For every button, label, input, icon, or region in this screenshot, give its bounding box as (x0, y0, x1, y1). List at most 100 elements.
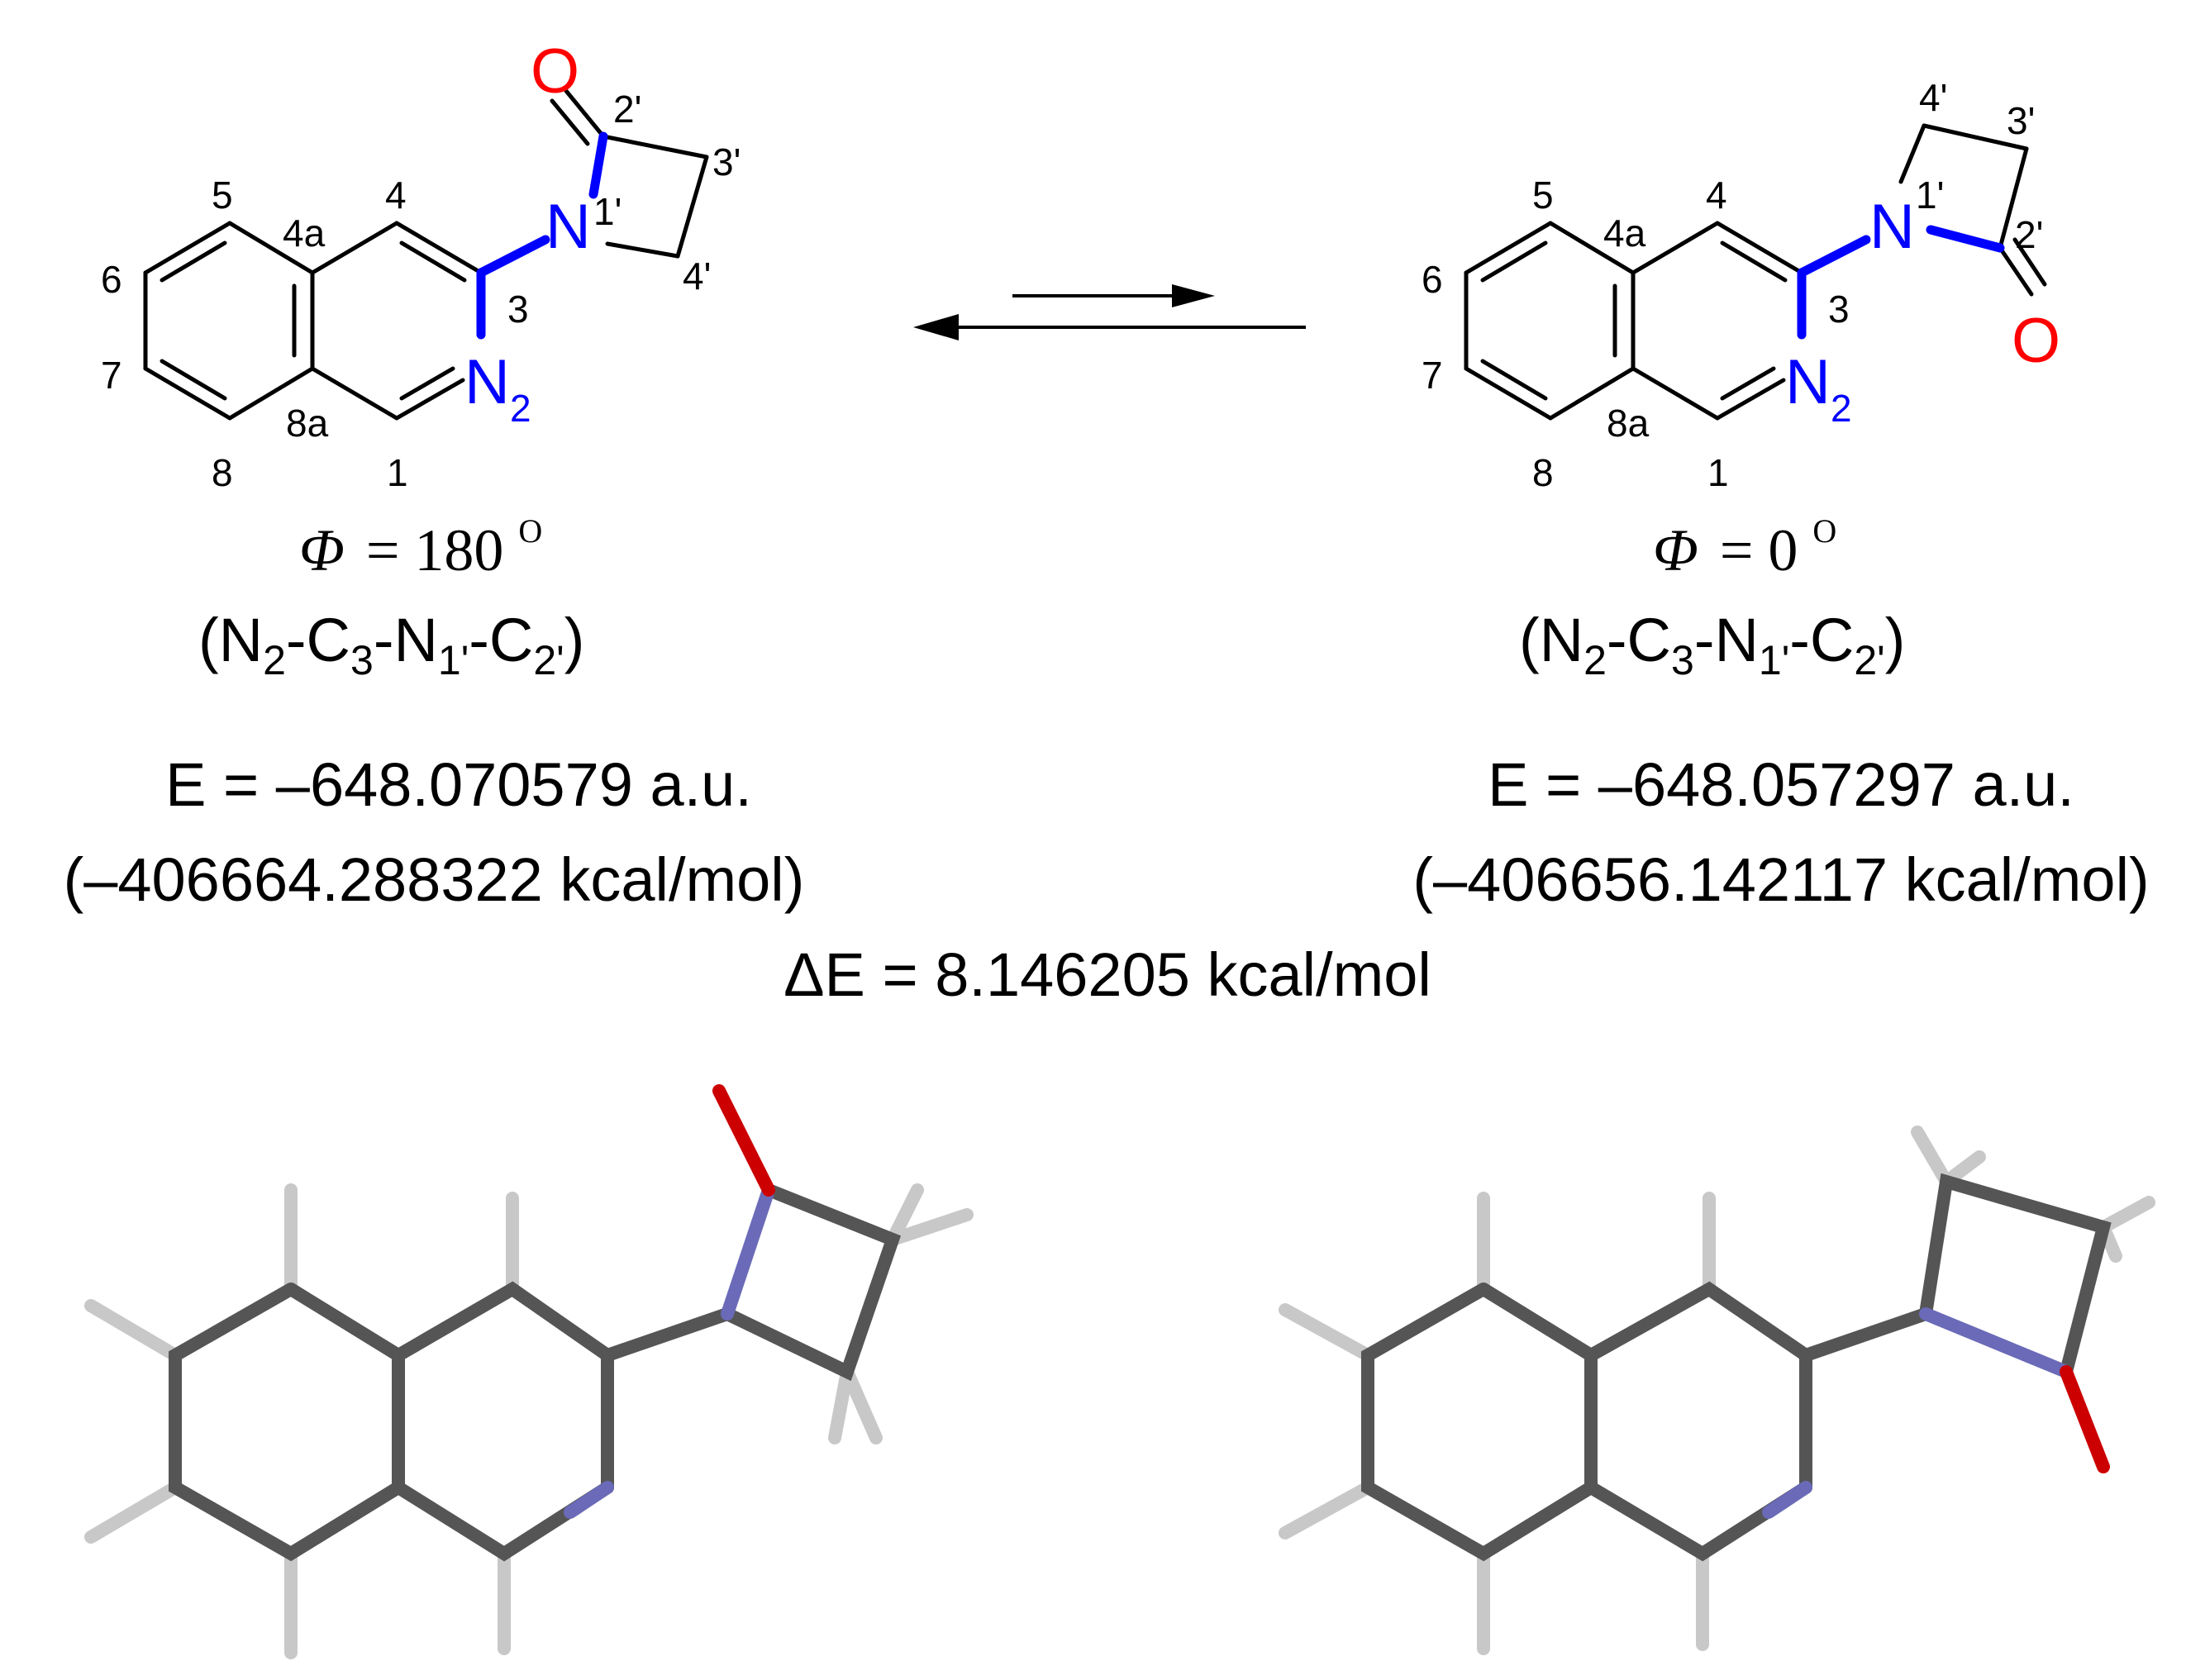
left-dihedral-label: (N2-C3-N1'-C2') (198, 606, 584, 683)
right-highlight-bonds (1797, 225, 2005, 340)
carbonyl-bond (564, 88, 606, 139)
dih-part: ) (564, 606, 585, 674)
left-phi-value: = 180 (366, 517, 504, 583)
right-n2-subscript: 2 (1831, 387, 1852, 430)
left-dihedral-block: Φ = 180 O (N2-C3-N1'-C2') (198, 512, 584, 683)
left-num-6: 6 (101, 258, 122, 301)
bond (394, 378, 465, 421)
h-bond (841, 1365, 883, 1444)
lactam-ring (1919, 1173, 2112, 1378)
left-phi-degree: O (518, 512, 542, 550)
bond (1631, 366, 1720, 421)
right-energy-au: E = –648.057297 a.u. (1488, 750, 2074, 819)
double-bond (1720, 366, 1776, 401)
right-phi-symbol: Φ (1653, 517, 1698, 583)
left-num-8a: 8a (286, 402, 329, 445)
bond (227, 366, 315, 421)
right-structure (1464, 123, 2047, 421)
forward-arrow-head (1172, 284, 1215, 307)
right-model-carbons (1361, 1173, 2112, 1562)
h-bond (1279, 1481, 1374, 1540)
right-num-6: 6 (1422, 258, 1443, 301)
equilibrium-arrows (913, 284, 1306, 340)
dih-part: -C (1607, 606, 1671, 674)
left-position-numbers: 5 4a 4 6 7 8 8a 1 3 1' 2' 3' 4' (101, 88, 741, 494)
right-num-4: 4 (1706, 174, 1727, 217)
double-bond (160, 240, 227, 283)
double-bond (1720, 240, 1788, 283)
dih-part: -N (1694, 606, 1759, 674)
left-oxygen-label: O (531, 36, 579, 107)
dih-part: -C (1789, 606, 1854, 674)
left-num-1: 1 (387, 451, 408, 494)
dih-sub: 2' (1854, 637, 1884, 683)
left-num-7: 7 (101, 354, 122, 397)
right-position-numbers: 5 4a 4 6 7 8 8a 1 3 1' 2' 3' 4' (1422, 76, 2043, 494)
right-phi-degree: O (1812, 512, 1836, 550)
bond (675, 155, 709, 259)
dih-sub: 1' (1759, 637, 1789, 683)
h-bond (84, 1481, 182, 1544)
pyridine-ring (1584, 1481, 1812, 1562)
left-model-hydrogens (84, 1183, 974, 1659)
left-n2-label: N (464, 347, 510, 417)
bond (605, 241, 680, 259)
right-phi-line: Φ = 0 O (1653, 512, 1836, 583)
bond (1548, 366, 1636, 421)
n1p-segment (1919, 1307, 2073, 1378)
left-num-5: 5 (212, 174, 233, 217)
bond-n1p-c2p (588, 131, 608, 199)
left-num-3: 3 (507, 288, 529, 331)
bond (310, 366, 399, 421)
h-bond (84, 1299, 182, 1362)
right-oxygen-label: O (2012, 306, 2060, 376)
bond (394, 221, 483, 275)
right-num-2p: 2' (2015, 213, 2043, 256)
left-energy-kcal: (–406664.288322 kcal/mol) (64, 845, 805, 914)
dih-part: ) (1885, 606, 1906, 674)
right-energy-kcal: (–406656.142117 kcal/mol) (1412, 845, 2149, 914)
bond-n1p-c2p (1926, 225, 2005, 253)
double-bond (399, 240, 467, 283)
right-num-8a: 8a (1607, 402, 1650, 445)
right-phi-value: = 0 (1720, 517, 1798, 583)
bond (1715, 378, 1786, 421)
double-bond (160, 359, 227, 401)
left-model-carbonyl (712, 1084, 775, 1197)
left-n1-label: N (545, 192, 591, 262)
bond (143, 221, 232, 275)
bond-c3-n1p (1797, 235, 1871, 278)
right-n2-label: N (1785, 347, 1831, 417)
left-num-2p: 2' (613, 88, 641, 131)
right-atom-labels: N N 2 O (1785, 192, 2060, 430)
dih-part: (N (1519, 606, 1584, 674)
right-num-5: 5 (1532, 174, 1554, 217)
bond (1898, 123, 1926, 184)
left-n2-subscript: 2 (510, 387, 531, 430)
dih-part: -N (374, 606, 438, 674)
bond (310, 221, 399, 275)
left-phi-line: Φ = 180 O (299, 512, 542, 583)
left-model-nitrogens (564, 1183, 775, 1519)
bond (1464, 221, 1553, 275)
benzene-ring (169, 1283, 405, 1562)
dih-part: -C (286, 606, 350, 674)
right-num-1p: 1' (1916, 174, 1944, 217)
right-model-nitrogens (1762, 1307, 2073, 1519)
bond (143, 366, 232, 421)
double-bond (1480, 240, 1548, 283)
right-num-4a: 4a (1603, 212, 1646, 255)
dih-part: -C (469, 606, 533, 674)
lactam-ring (721, 1183, 902, 1382)
right-dihedral-label: (N2-C3-N1'-C2') (1519, 606, 1905, 683)
n2-segment (1762, 1481, 1812, 1519)
dih-sub: 3 (1671, 637, 1694, 683)
reverse-arrow-head (913, 314, 959, 340)
bond (1548, 221, 1636, 275)
h-bond (886, 1183, 924, 1246)
bond (1998, 146, 2029, 250)
bond-c3-n1p (476, 235, 550, 278)
bond (1922, 123, 2029, 151)
n1p-segment (721, 1183, 775, 1321)
